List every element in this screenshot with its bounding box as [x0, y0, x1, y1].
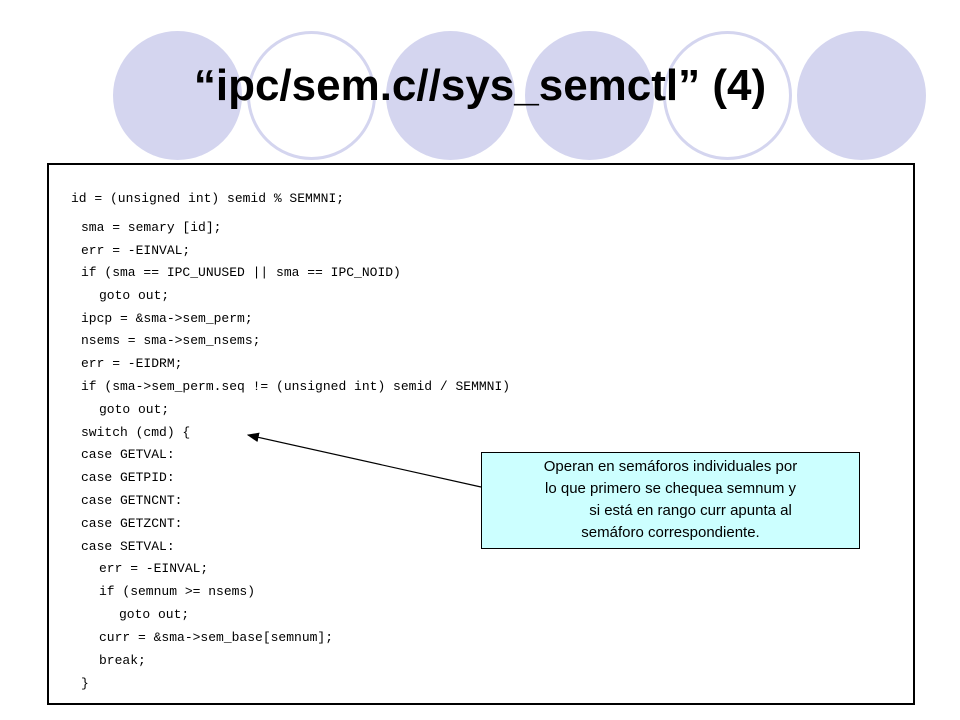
code-line: sma = semary [id]; [81, 220, 222, 235]
code-line: case GETZCNT: [81, 516, 183, 531]
code-line: case GETNCNT: [81, 493, 183, 508]
decor-circle-6 [797, 31, 926, 160]
decor-circle-4 [525, 31, 654, 160]
code-line: if (semnum >= nsems) [99, 584, 256, 599]
callout-line: Operan en semáforos individuales por [543, 458, 798, 475]
slide-title: “ipc/sem.c//sys_semctl” (4) [193, 61, 767, 110]
code-line: case SETVAL: [81, 539, 175, 554]
code-box: id = (unsigned int) semid % SEMMNI; sma … [47, 163, 915, 705]
code-line: curr = &sma->sem_base[semnum]; [99, 630, 334, 645]
code-line: switch (cmd) { [81, 425, 191, 440]
code-line: case GETVAL: [81, 447, 175, 462]
code-line: ipcp = &sma->sem_perm; [81, 311, 253, 326]
decor-circle-1 [113, 31, 242, 160]
annotation-callout: Operan en semáforos individuales por lo … [481, 452, 860, 549]
decor-circle-5 [663, 31, 792, 160]
code-line: case GETPID: [81, 470, 175, 485]
code-line: break; [99, 653, 146, 668]
code-line: err = -EINVAL; [81, 243, 191, 258]
code-line: err = -EINVAL; [99, 561, 209, 576]
callout-line: lo que primero se chequea semnum y [545, 480, 796, 497]
code-line: err = -EIDRM; [81, 356, 183, 371]
callout-line: si está en rango curr apunta al [589, 502, 792, 519]
decor-circle-3 [386, 31, 515, 160]
code-line: if (sma->sem_perm.seq != (unsigned int) … [81, 379, 511, 394]
code-line: goto out; [99, 402, 170, 417]
code-line: if (sma == IPC_UNUSED || sma == IPC_NOID… [81, 265, 401, 280]
code-line: id = (unsigned int) semid % SEMMNI; [71, 191, 345, 206]
code-line: } [81, 676, 89, 691]
code-line: nsems = sma->sem_nsems; [81, 333, 261, 348]
code-line: goto out; [119, 607, 190, 622]
callout-line: semáforo correspondiente. [581, 524, 760, 541]
code-line: goto out; [99, 288, 170, 303]
decor-circle-2 [247, 31, 376, 160]
